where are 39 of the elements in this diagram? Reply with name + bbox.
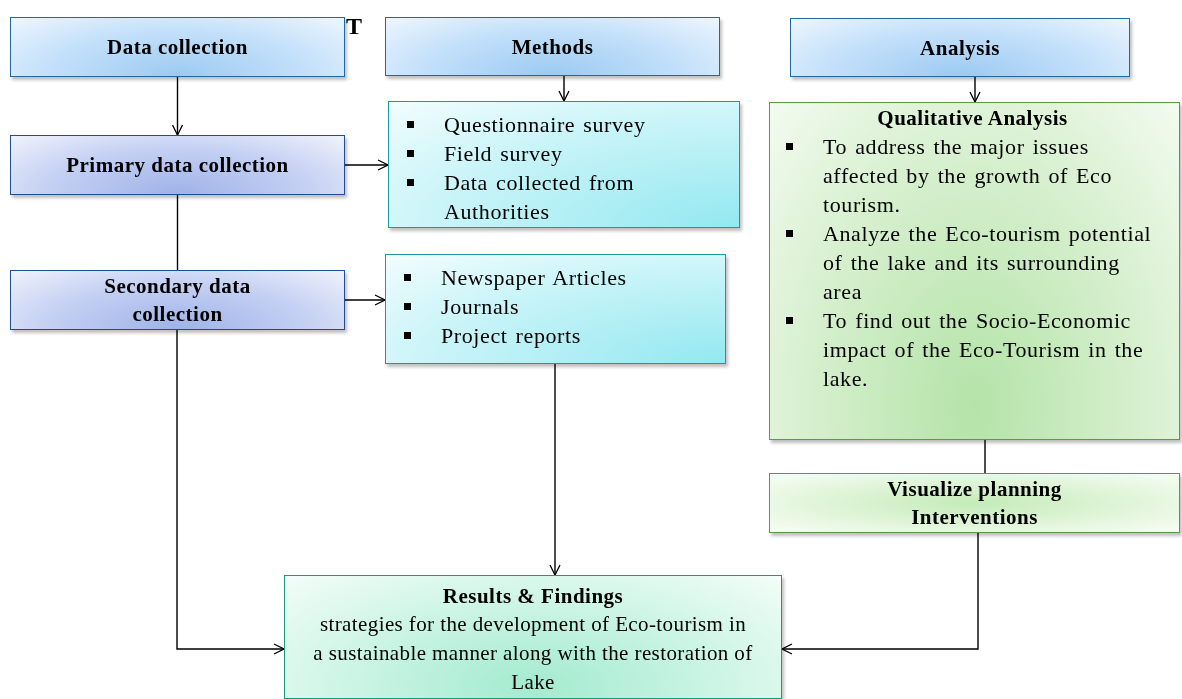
bullet-item: Newspaper Articles [398, 263, 685, 292]
process-box [10, 270, 345, 330]
arrow [549, 363, 561, 576]
box-heading: Visualize planning Interventions [886, 476, 1063, 531]
list-box [385, 254, 726, 364]
bullet-item: To find out the Socio-Economic impact of the Eco-Tourism in the lake. [780, 306, 1165, 393]
bullet-item: Analyze the Eco-tourism potential of the lake and its surrounding area [780, 219, 1165, 306]
box-heading: Analysis [919, 34, 1001, 62]
arrow [176, 329, 285, 655]
box-heading: Data collection [105, 34, 249, 61]
bullet-item: Data collected from Authorities [401, 168, 699, 226]
process-box [10, 135, 345, 195]
process-box [10, 17, 345, 77]
box-heading: Qualitative Analysis [876, 105, 1069, 132]
box-heading: Methods [510, 33, 595, 61]
process-box [284, 575, 782, 699]
box-body-text: strategies for the development of Eco-tourism in a sustainable manner along with the restoration of Lake [313, 611, 753, 696]
box-heading: Primary data collection [65, 152, 290, 179]
connector-line [176, 194, 179, 271]
arrow [969, 76, 981, 103]
arrow [171, 76, 184, 136]
stray-text: T [346, 13, 362, 40]
connector-line [984, 439, 986, 474]
arrow [344, 159, 389, 171]
arrow [781, 532, 979, 655]
arrow [344, 294, 386, 306]
bullet-item: Field survey [401, 139, 699, 168]
bullet-item: Journals [398, 292, 685, 321]
process-box [385, 17, 720, 76]
list-box [388, 101, 740, 228]
bullet-item: Project reports [398, 321, 685, 350]
list-box [769, 102, 1180, 440]
bullet-item: Questionnaire survey [401, 110, 699, 139]
bullet-item: To address the major issues affected by the growth of Eco tourism. [780, 132, 1165, 219]
arrow [558, 75, 570, 102]
box-heading: Results & Findings [441, 583, 625, 610]
box-heading: Secondary data collection [103, 273, 252, 328]
process-box [769, 473, 1180, 533]
process-box [790, 18, 1130, 77]
